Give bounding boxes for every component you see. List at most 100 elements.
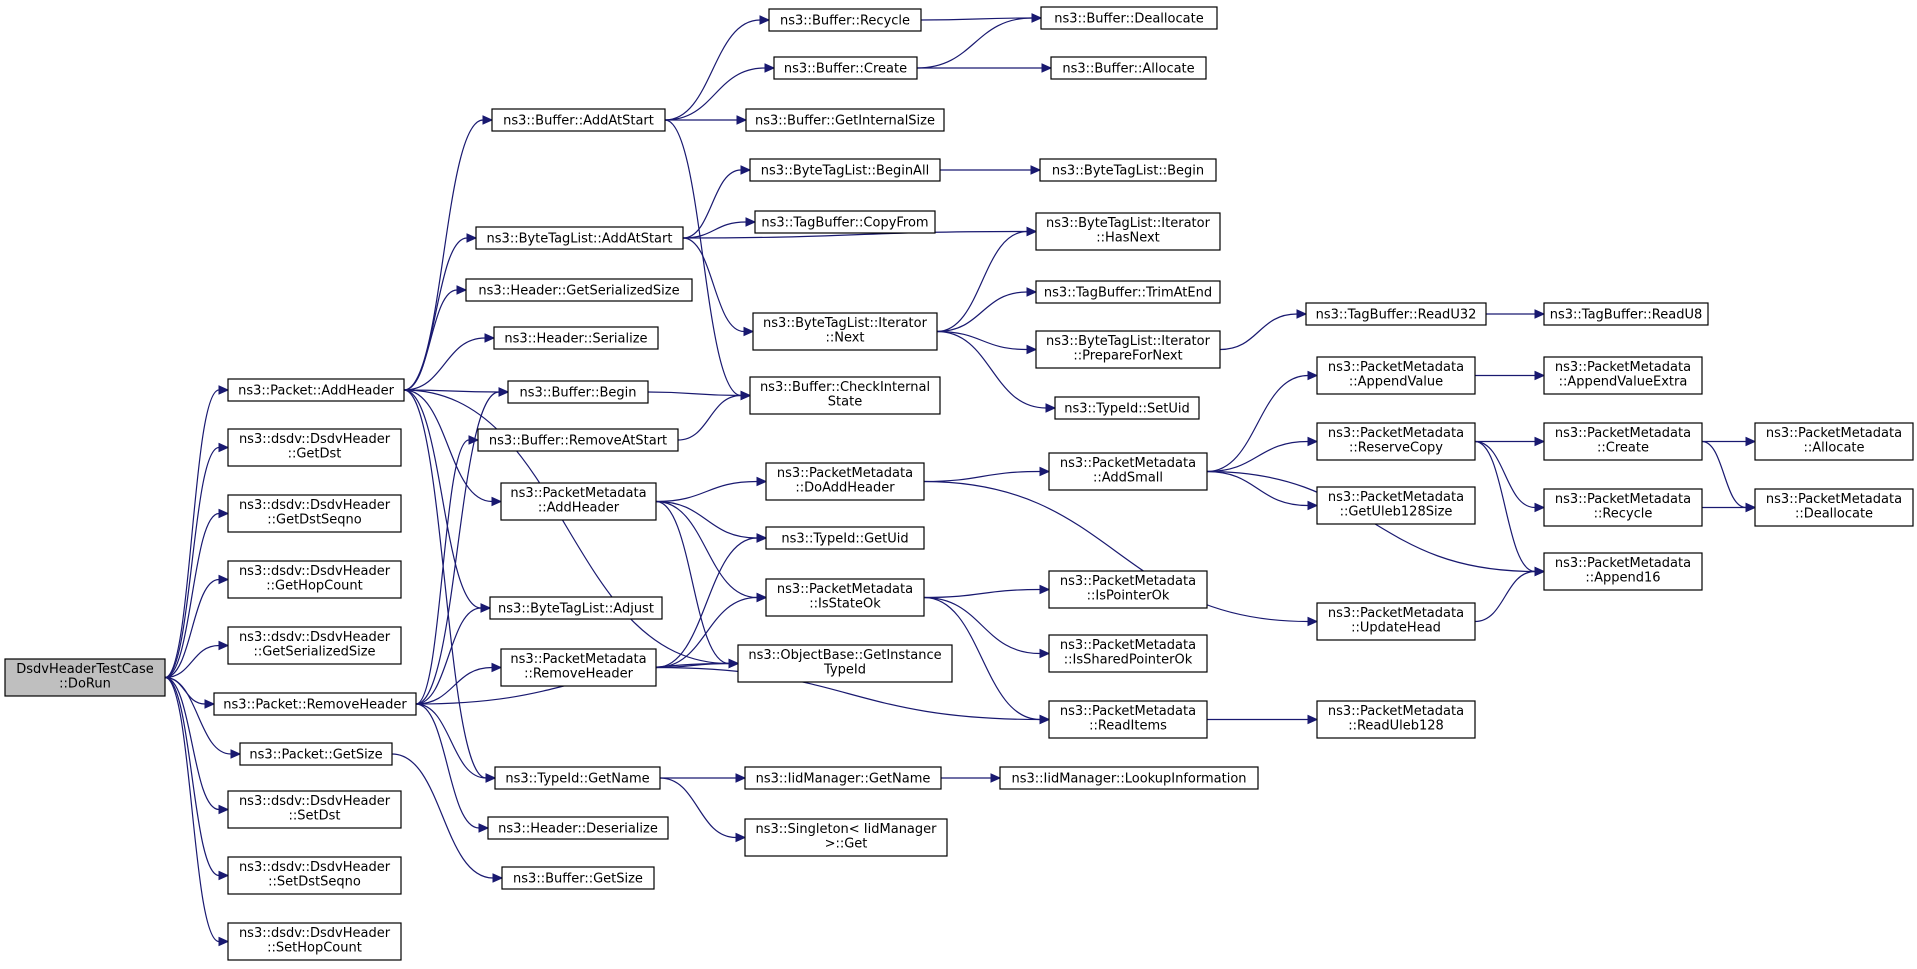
node-label: ns3::PacketMetadata	[1328, 426, 1464, 441]
edge-root-to-packetgetsize	[164, 676, 242, 759]
node-pm-appendvalueextra[interactable]: ns3::PacketMetadata::AppendValueExtra	[1543, 356, 1703, 395]
node-pm-issharedpointerok[interactable]: ns3::PacketMetadata::IsSharedPointerOk	[1048, 634, 1208, 673]
node-hdr-serialize[interactable]: ns3::Header::Serialize	[493, 326, 659, 350]
node-label: DsdvHeaderTestCase	[16, 662, 153, 677]
node-pm-addheader[interactable]: ns3::PacketMetadata::AddHeader	[500, 482, 657, 521]
node-buf-removeatstart[interactable]: ns3::Buffer::RemoveAtStart	[477, 428, 679, 452]
node-tb-readu8[interactable]: ns3::TagBuffer::ReadU8	[1543, 302, 1709, 326]
node-pm-recycle[interactable]: ns3::PacketMetadata::Recycle	[1543, 488, 1703, 527]
node-pm-deallocate[interactable]: ns3::PacketMetadata::Deallocate	[1754, 488, 1914, 527]
edge-line	[1206, 440, 1309, 473]
node-label: ::AppendValue	[1349, 375, 1443, 390]
node-btl-beginall[interactable]: ns3::ByteTagList::BeginAll	[749, 158, 941, 182]
node-packetgetsize[interactable]: ns3::Packet::GetSize	[239, 742, 393, 766]
node-getdstseqno[interactable]: ns3::dsdv::DsdvHeader::GetDstSeqno	[227, 494, 402, 533]
node-setdstseqno[interactable]: ns3::dsdv::DsdvHeader::SetDstSeqno	[227, 856, 402, 895]
node-addheader[interactable]: ns3::Packet::AddHeader	[227, 378, 405, 402]
node-removeheader[interactable]: ns3::Packet::RemoveHeader	[213, 692, 417, 716]
node-pm-readitems[interactable]: ns3::PacketMetadata::ReadItems	[1048, 700, 1208, 739]
node-label: ns3::Buffer::Create	[784, 62, 907, 77]
node-gethopcount[interactable]: ns3::dsdv::DsdvHeader::GetHopCount	[227, 560, 402, 599]
node-label: ns3::PacketMetadata	[777, 466, 913, 481]
edge-line	[164, 578, 220, 679]
arrowhead-icon	[1745, 436, 1757, 447]
edge-line	[920, 17, 1033, 21]
node-tb-trimatend[interactable]: ns3::TagBuffer::TrimAtEnd	[1035, 280, 1221, 304]
edge-removeheader-to-typeid-getname	[415, 703, 497, 783]
node-btli-hasnext[interactable]: ns3::ByteTagList::Iterator::HasNext	[1035, 212, 1221, 251]
node-buf-deallocate[interactable]: ns3::Buffer::Deallocate	[1040, 6, 1218, 30]
node-singleton-get[interactable]: ns3::Singleton< IidManager>::Get	[744, 818, 948, 857]
node-pm-addsmall[interactable]: ns3::PacketMetadata::AddSmall	[1048, 452, 1208, 491]
node-pm-create[interactable]: ns3::PacketMetadata::Create	[1543, 422, 1703, 461]
node-buf-create[interactable]: ns3::Buffer::Create	[773, 56, 918, 80]
node-getdst[interactable]: ns3::dsdv::DsdvHeader::GetDst	[227, 428, 402, 467]
node-setdst[interactable]: ns3::dsdv::DsdvHeader::SetDst	[227, 790, 402, 829]
node-label: ::ReadUleb128	[1348, 719, 1444, 734]
node-box	[477, 428, 679, 452]
node-box	[1048, 452, 1208, 491]
node-label: ::GetDstSeqno	[267, 513, 362, 528]
node-label: ns3::Buffer::AddAtStart	[503, 114, 654, 129]
node-label: ::RemoveHeader	[524, 667, 634, 682]
node-btl-adjust[interactable]: ns3::ByteTagList::Adjust	[489, 596, 663, 620]
node-pm-doaddheader[interactable]: ns3::PacketMetadata::DoAddHeader	[765, 462, 925, 501]
node-btl-begin[interactable]: ns3::ByteTagList::Begin	[1039, 158, 1217, 182]
node-hdr-deserialize[interactable]: ns3::Header::Deserialize	[487, 816, 669, 840]
node-iidm-lookupinformation[interactable]: ns3::IidManager::LookupInformation	[999, 766, 1259, 790]
node-btli-next[interactable]: ns3::ByteTagList::Iterator::Next	[752, 312, 938, 351]
node-btl-addatstart[interactable]: ns3::ByteTagList::AddAtStart	[475, 226, 684, 250]
node-tb-readu32[interactable]: ns3::TagBuffer::ReadU32	[1305, 302, 1487, 326]
node-label: ns3::TagBuffer::TrimAtEnd	[1044, 286, 1212, 301]
node-box	[227, 626, 402, 665]
node-pm-isstateok[interactable]: ns3::PacketMetadata::IsStateOk	[765, 578, 925, 617]
node-box	[227, 378, 405, 402]
node-label: ::AppendValueExtra	[1559, 375, 1688, 390]
arrowhead-icon	[1534, 370, 1546, 381]
node-tb-copyfrom[interactable]: ns3::TagBuffer::CopyFrom	[754, 210, 936, 234]
node-sethopcount[interactable]: ns3::dsdv::DsdvHeader::SetHopCount	[227, 922, 402, 961]
arrowhead-icon	[756, 476, 768, 487]
node-label: ::UpdateHead	[1351, 621, 1441, 636]
edge-removeheader-to-buf-begin	[415, 387, 510, 705]
node-getserializedsize-dsdv[interactable]: ns3::dsdv::DsdvHeader::GetSerializedSize	[227, 626, 402, 665]
node-root[interactable]: DsdvHeaderTestCase::DoRun	[4, 658, 166, 697]
arrowhead-icon	[1026, 287, 1038, 297]
node-pm-updatehead[interactable]: ns3::PacketMetadata::UpdateHead	[1316, 602, 1476, 641]
node-iidm-getname[interactable]: ns3::IidManager::GetName	[744, 766, 942, 790]
node-buf-getsize[interactable]: ns3::Buffer::GetSize	[501, 866, 655, 890]
edge-addheader-to-btl-adjust	[403, 389, 492, 613]
node-btli-preparefornext[interactable]: ns3::ByteTagList::Iterator::PrepareForNe…	[1035, 330, 1221, 369]
node-typeid-getuid[interactable]: ns3::TypeId::GetUid	[765, 526, 925, 550]
edge-line	[403, 389, 487, 779]
node-typeid-setuid[interactable]: ns3::TypeId::SetUid	[1054, 396, 1200, 420]
node-label: ::Next	[825, 331, 864, 346]
edge-root-to-getdstseqno	[164, 508, 230, 679]
node-pm-removeheader[interactable]: ns3::PacketMetadata::RemoveHeader	[500, 648, 657, 687]
node-pm-allocate[interactable]: ns3::PacketMetadata::Allocate	[1754, 422, 1914, 461]
node-label: ::DoAddHeader	[795, 481, 895, 496]
arrowhead-icon	[1041, 63, 1053, 73]
node-buf-addatstart[interactable]: ns3::Buffer::AddAtStart	[491, 108, 666, 132]
node-box	[1316, 356, 1476, 395]
node-pm-readuleb128[interactable]: ns3::PacketMetadata::ReadUleb128	[1316, 700, 1476, 739]
node-pm-append16[interactable]: ns3::PacketMetadata::Append16	[1543, 552, 1703, 591]
node-buf-getinternalsize[interactable]: ns3::Buffer::GetInternalSize	[745, 108, 945, 132]
edge-pm-isstateok-to-pm-readitems	[923, 596, 1051, 725]
node-buf-begin[interactable]: ns3::Buffer::Begin	[507, 380, 649, 404]
arrowhead-icon	[1039, 648, 1051, 659]
node-label: ::AddSmall	[1093, 471, 1163, 486]
edge-line	[1474, 440, 1536, 573]
node-pm-ispointerok[interactable]: ns3::PacketMetadata::IsPointerOk	[1048, 570, 1208, 609]
node-buf-recycle[interactable]: ns3::Buffer::Recycle	[768, 8, 922, 32]
node-pm-appendvalue[interactable]: ns3::PacketMetadata::AppendValue	[1316, 356, 1476, 395]
node-pm-getuleb128size[interactable]: ns3::PacketMetadata::GetUleb128Size	[1316, 486, 1476, 525]
edge-packetgetsize-to-buf-getsize	[391, 753, 504, 883]
node-typeid-getname[interactable]: ns3::TypeId::GetName	[494, 766, 661, 790]
node-buf-allocate[interactable]: ns3::Buffer::Allocate	[1050, 56, 1207, 80]
node-pm-reservecopy[interactable]: ns3::PacketMetadata::ReserveCopy	[1316, 422, 1476, 461]
node-label: ns3::ByteTagList::Iterator	[1046, 334, 1211, 349]
node-hdr-getserializedsize[interactable]: ns3::Header::GetSerializedSize	[465, 278, 693, 302]
